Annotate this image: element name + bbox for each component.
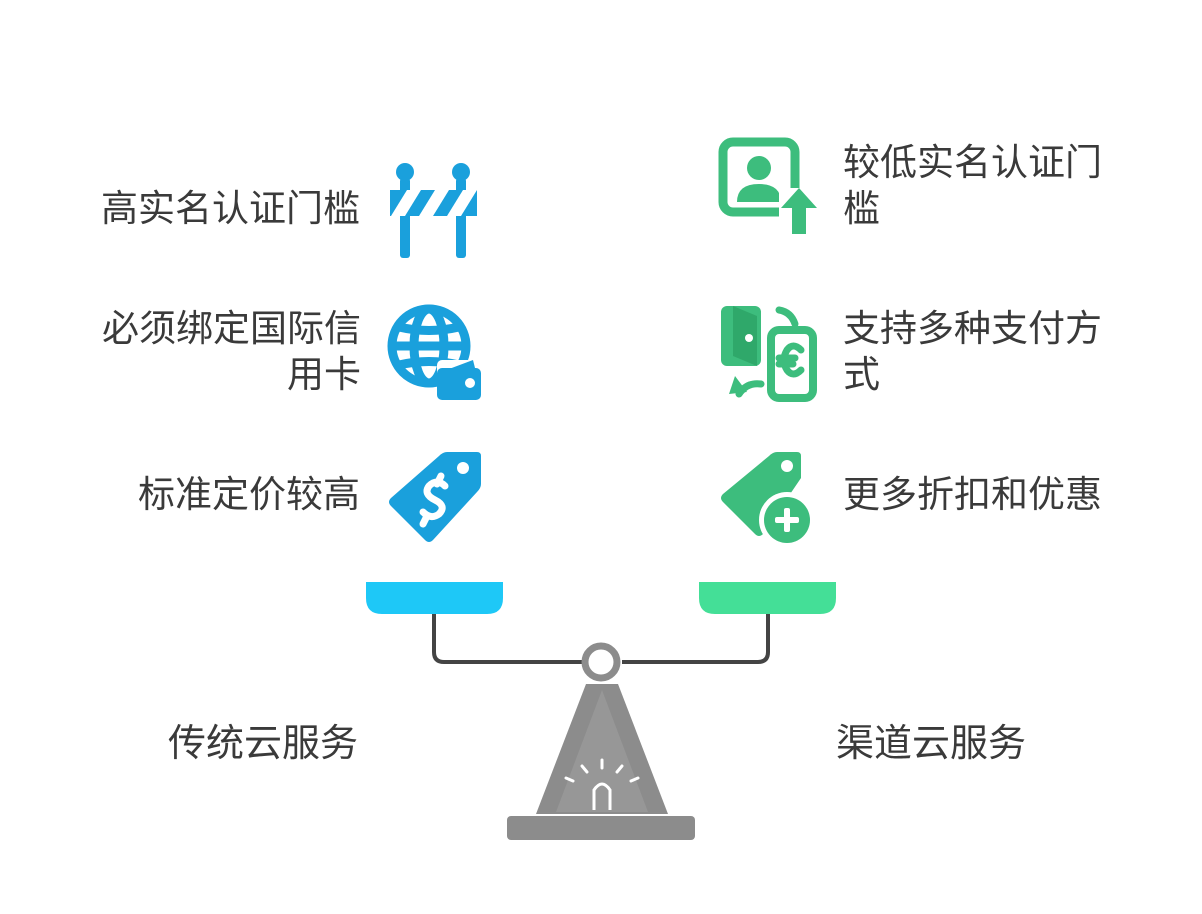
right-pan <box>699 582 836 614</box>
dollar-tag-icon <box>389 452 481 542</box>
left-pan <box>366 582 503 614</box>
right-item-label-3: 更多折扣和优惠 <box>843 473 1102 516</box>
right-item-label-2: 支持多种支付方式 <box>843 307 1102 396</box>
scale-foot <box>507 816 695 840</box>
left-side-title: 传统云服务 <box>168 721 359 765</box>
tag-plus-icon <box>721 452 815 548</box>
right-item-label-1: 较低实名认证门槛 <box>843 141 1102 230</box>
pivot <box>581 642 621 682</box>
scale-beam <box>432 614 770 664</box>
left-item-label-1: 高实名认证门槛 <box>101 187 360 230</box>
left-item-label-3: 标准定价较高 <box>138 473 360 516</box>
light-beam <box>556 690 648 812</box>
light-rays <box>564 758 640 783</box>
left-item-label-2: 必须绑定国际信用卡 <box>102 307 361 396</box>
lamp-icon <box>592 782 612 810</box>
id-card-up-icon <box>718 137 817 234</box>
barrier-icon <box>390 163 477 258</box>
right-side-title: 渠道云服务 <box>836 721 1027 765</box>
payment-exchange-icon <box>721 306 817 402</box>
globe-wallet-icon <box>387 304 482 400</box>
